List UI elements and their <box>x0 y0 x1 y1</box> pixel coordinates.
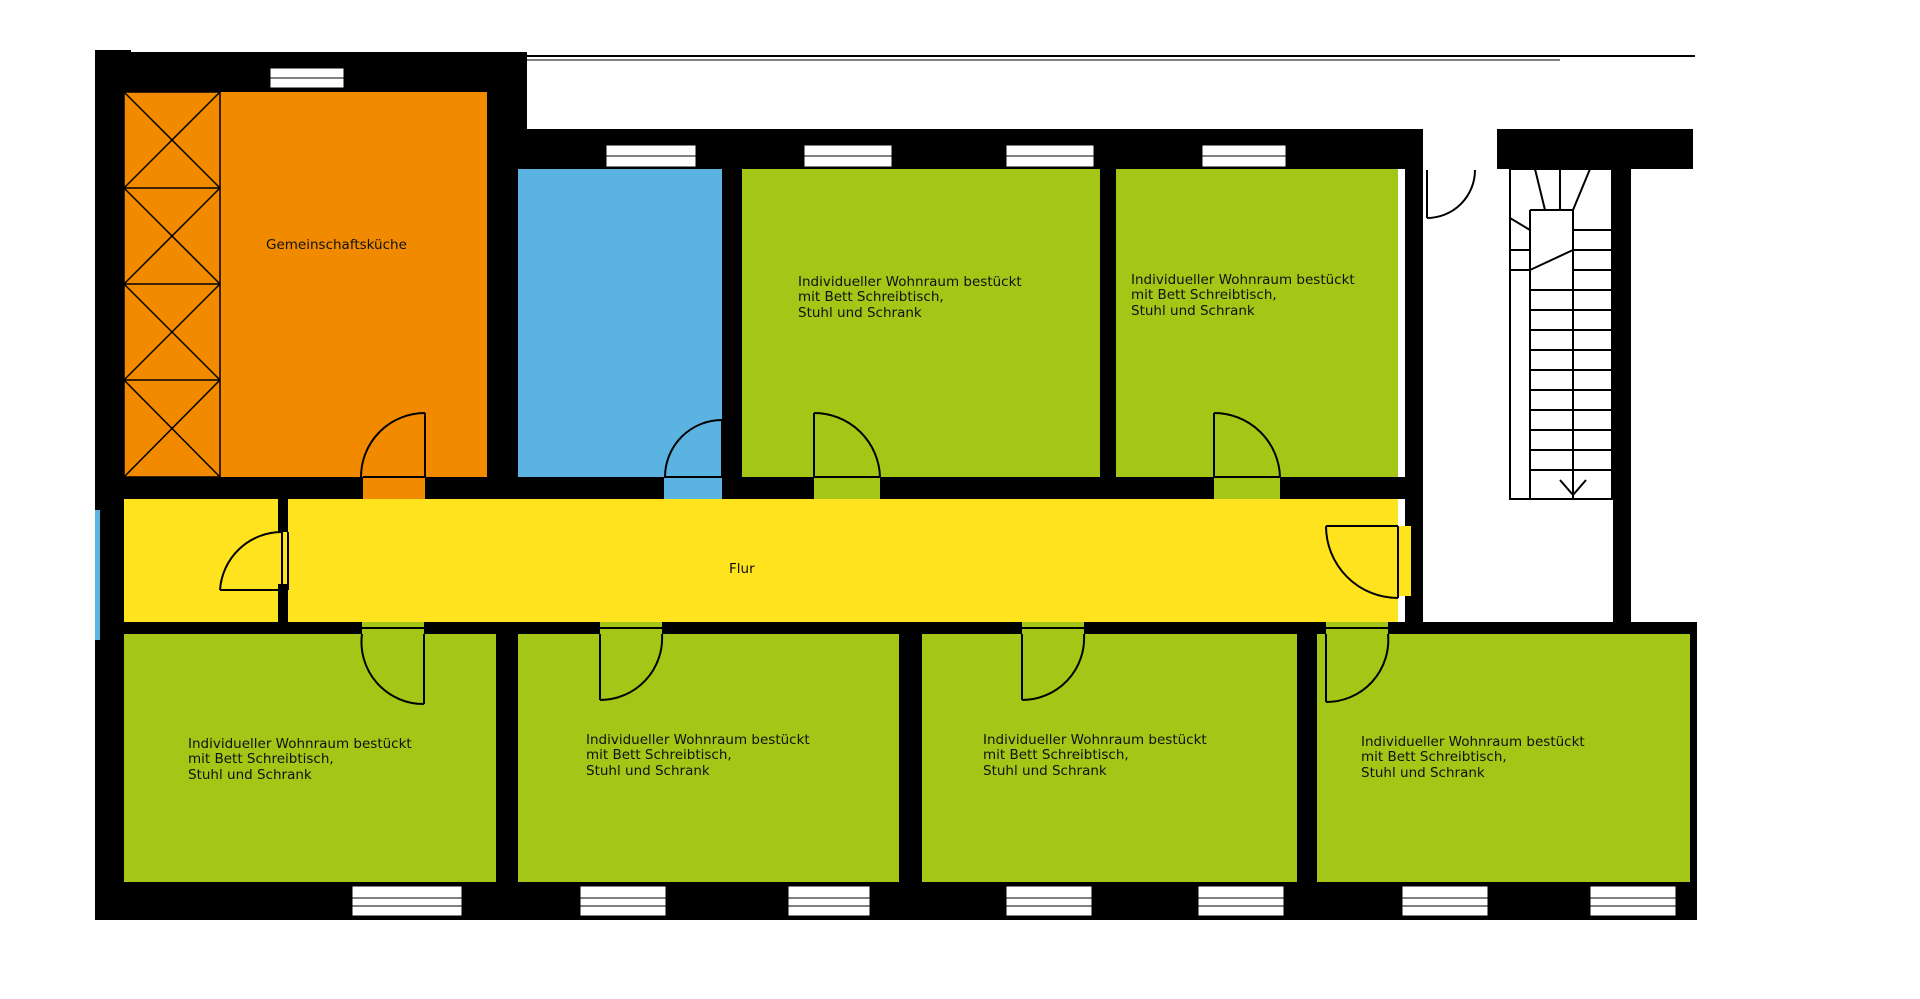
window-bath <box>605 144 697 168</box>
svg-text:mit Bett Schreibtisch,: mit Bett Schreibtisch, <box>1361 749 1507 765</box>
window-n2 <box>1201 144 1287 168</box>
svg-text:mit Bett Schreibtisch,: mit Bett Schreibtisch, <box>1131 287 1277 303</box>
svg-text:Stuhl und Schrank: Stuhl und Schrank <box>798 305 922 321</box>
outer-wall-top-stairs <box>1497 129 1693 169</box>
svg-text:Stuhl und Schrank: Stuhl und Schrank <box>983 763 1107 779</box>
wall-north-of-hall <box>95 477 1423 499</box>
living-room-south-4 <box>1317 634 1690 882</box>
door-kitchen <box>360 412 426 478</box>
wall-south-of-hall <box>95 622 1697 634</box>
door-s4 <box>1325 627 1390 704</box>
svg-text:Individueller Wohnraum bestück: Individueller Wohnraum bestückt <box>798 274 1022 290</box>
living-label-s3: Individueller Wohnraum bestückt mit Bett… <box>983 732 1207 779</box>
door-n1 <box>813 412 881 478</box>
stair-well <box>1423 169 1613 622</box>
living-label-s4: Individueller Wohnraum bestückt mit Bett… <box>1361 734 1585 781</box>
door-gap-bath <box>664 477 722 499</box>
door-gap-n1 <box>814 477 880 499</box>
door-s1 <box>360 627 425 706</box>
window-s1 <box>351 885 463 917</box>
staircase <box>1509 168 1613 500</box>
door-n2 <box>1213 412 1281 478</box>
svg-text:Individueller Wohnraum bestück: Individueller Wohnraum bestückt <box>1131 272 1355 288</box>
svg-text:Stuhl und Schrank: Stuhl und Schrank <box>1361 765 1485 781</box>
windows <box>269 67 1677 917</box>
kitchen-label: Gemeinschaftsküche <box>266 237 407 253</box>
svg-text:Individueller Wohnraum bestück: Individueller Wohnraum bestückt <box>586 732 810 748</box>
svg-text:Individueller Wohnraum bestück: Individueller Wohnraum bestückt <box>188 736 412 752</box>
svg-text:Individueller Wohnraum bestück: Individueller Wohnraum bestückt <box>983 732 1207 748</box>
window-s4b <box>1589 885 1677 917</box>
hall-west <box>124 499 278 622</box>
stair-entry-door <box>1426 169 1476 219</box>
door-gap-hall-east <box>1398 526 1412 596</box>
wall-bath-right <box>722 169 742 499</box>
living-label-s1: Individueller Wohnraum bestückt mit Bett… <box>188 736 412 783</box>
wall-stair-left <box>1405 129 1423 629</box>
window-n1a <box>803 144 893 168</box>
hall-label: Flur <box>729 561 755 577</box>
living-label-n1: Individueller Wohnraum bestückt mit Bett… <box>798 274 1022 321</box>
svg-text:Stuhl und Schrank: Stuhl und Schrank <box>1131 303 1255 319</box>
wall-stair-right <box>1613 169 1631 627</box>
kitchen-cabinets <box>123 91 221 478</box>
bath-room <box>518 169 722 477</box>
door-bath <box>664 419 723 478</box>
door-s3 <box>1021 627 1086 702</box>
door-gap-kitchen <box>363 477 425 499</box>
stair-landing-opening <box>1423 129 1497 169</box>
window-s2b <box>787 885 871 917</box>
door-hall-east <box>1325 525 1413 599</box>
wall-south-3 <box>1297 634 1317 889</box>
svg-text:Stuhl und Schrank: Stuhl und Schrank <box>188 767 312 783</box>
living-label-n2: Individueller Wohnraum bestückt mit Bett… <box>1131 272 1355 319</box>
living-room-north-2 <box>1116 169 1398 477</box>
svg-text:Individueller Wohnraum bestück: Individueller Wohnraum bestückt <box>1361 734 1585 750</box>
entry-blue-strip <box>95 510 100 640</box>
svg-text:mit Bett Schreibtisch,: mit Bett Schreibtisch, <box>983 747 1129 763</box>
svg-text:mit Bett Schreibtisch,: mit Bett Schreibtisch, <box>586 747 732 763</box>
door-hall-divider <box>219 530 289 591</box>
window-s2a <box>579 885 667 917</box>
svg-text:mit Bett Schreibtisch,: mit Bett Schreibtisch, <box>188 751 334 767</box>
svg-text:Stuhl und Schrank: Stuhl und Schrank <box>586 763 710 779</box>
window-kitchen <box>269 67 345 89</box>
living-label-s2: Individueller Wohnraum bestückt mit Bett… <box>586 732 810 779</box>
window-s3a <box>1005 885 1093 917</box>
door-swings <box>219 412 1413 706</box>
hall-main <box>288 499 1398 622</box>
window-n1b <box>1005 144 1095 168</box>
window-s4a <box>1401 885 1489 917</box>
living-room-south-3 <box>922 634 1297 882</box>
svg-text:mit Bett Schreibtisch,: mit Bett Schreibtisch, <box>798 289 944 305</box>
wall-south-2 <box>899 634 922 889</box>
door-s2 <box>599 627 664 702</box>
living-room-south-2 <box>518 634 899 882</box>
wall-room2-right <box>1100 169 1116 499</box>
wall-south-1 <box>496 634 518 889</box>
living-room-north-1 <box>742 169 1100 477</box>
living-room-south-1 <box>124 634 496 882</box>
window-s3b <box>1197 885 1285 917</box>
door-gap-n2 <box>1214 477 1280 499</box>
